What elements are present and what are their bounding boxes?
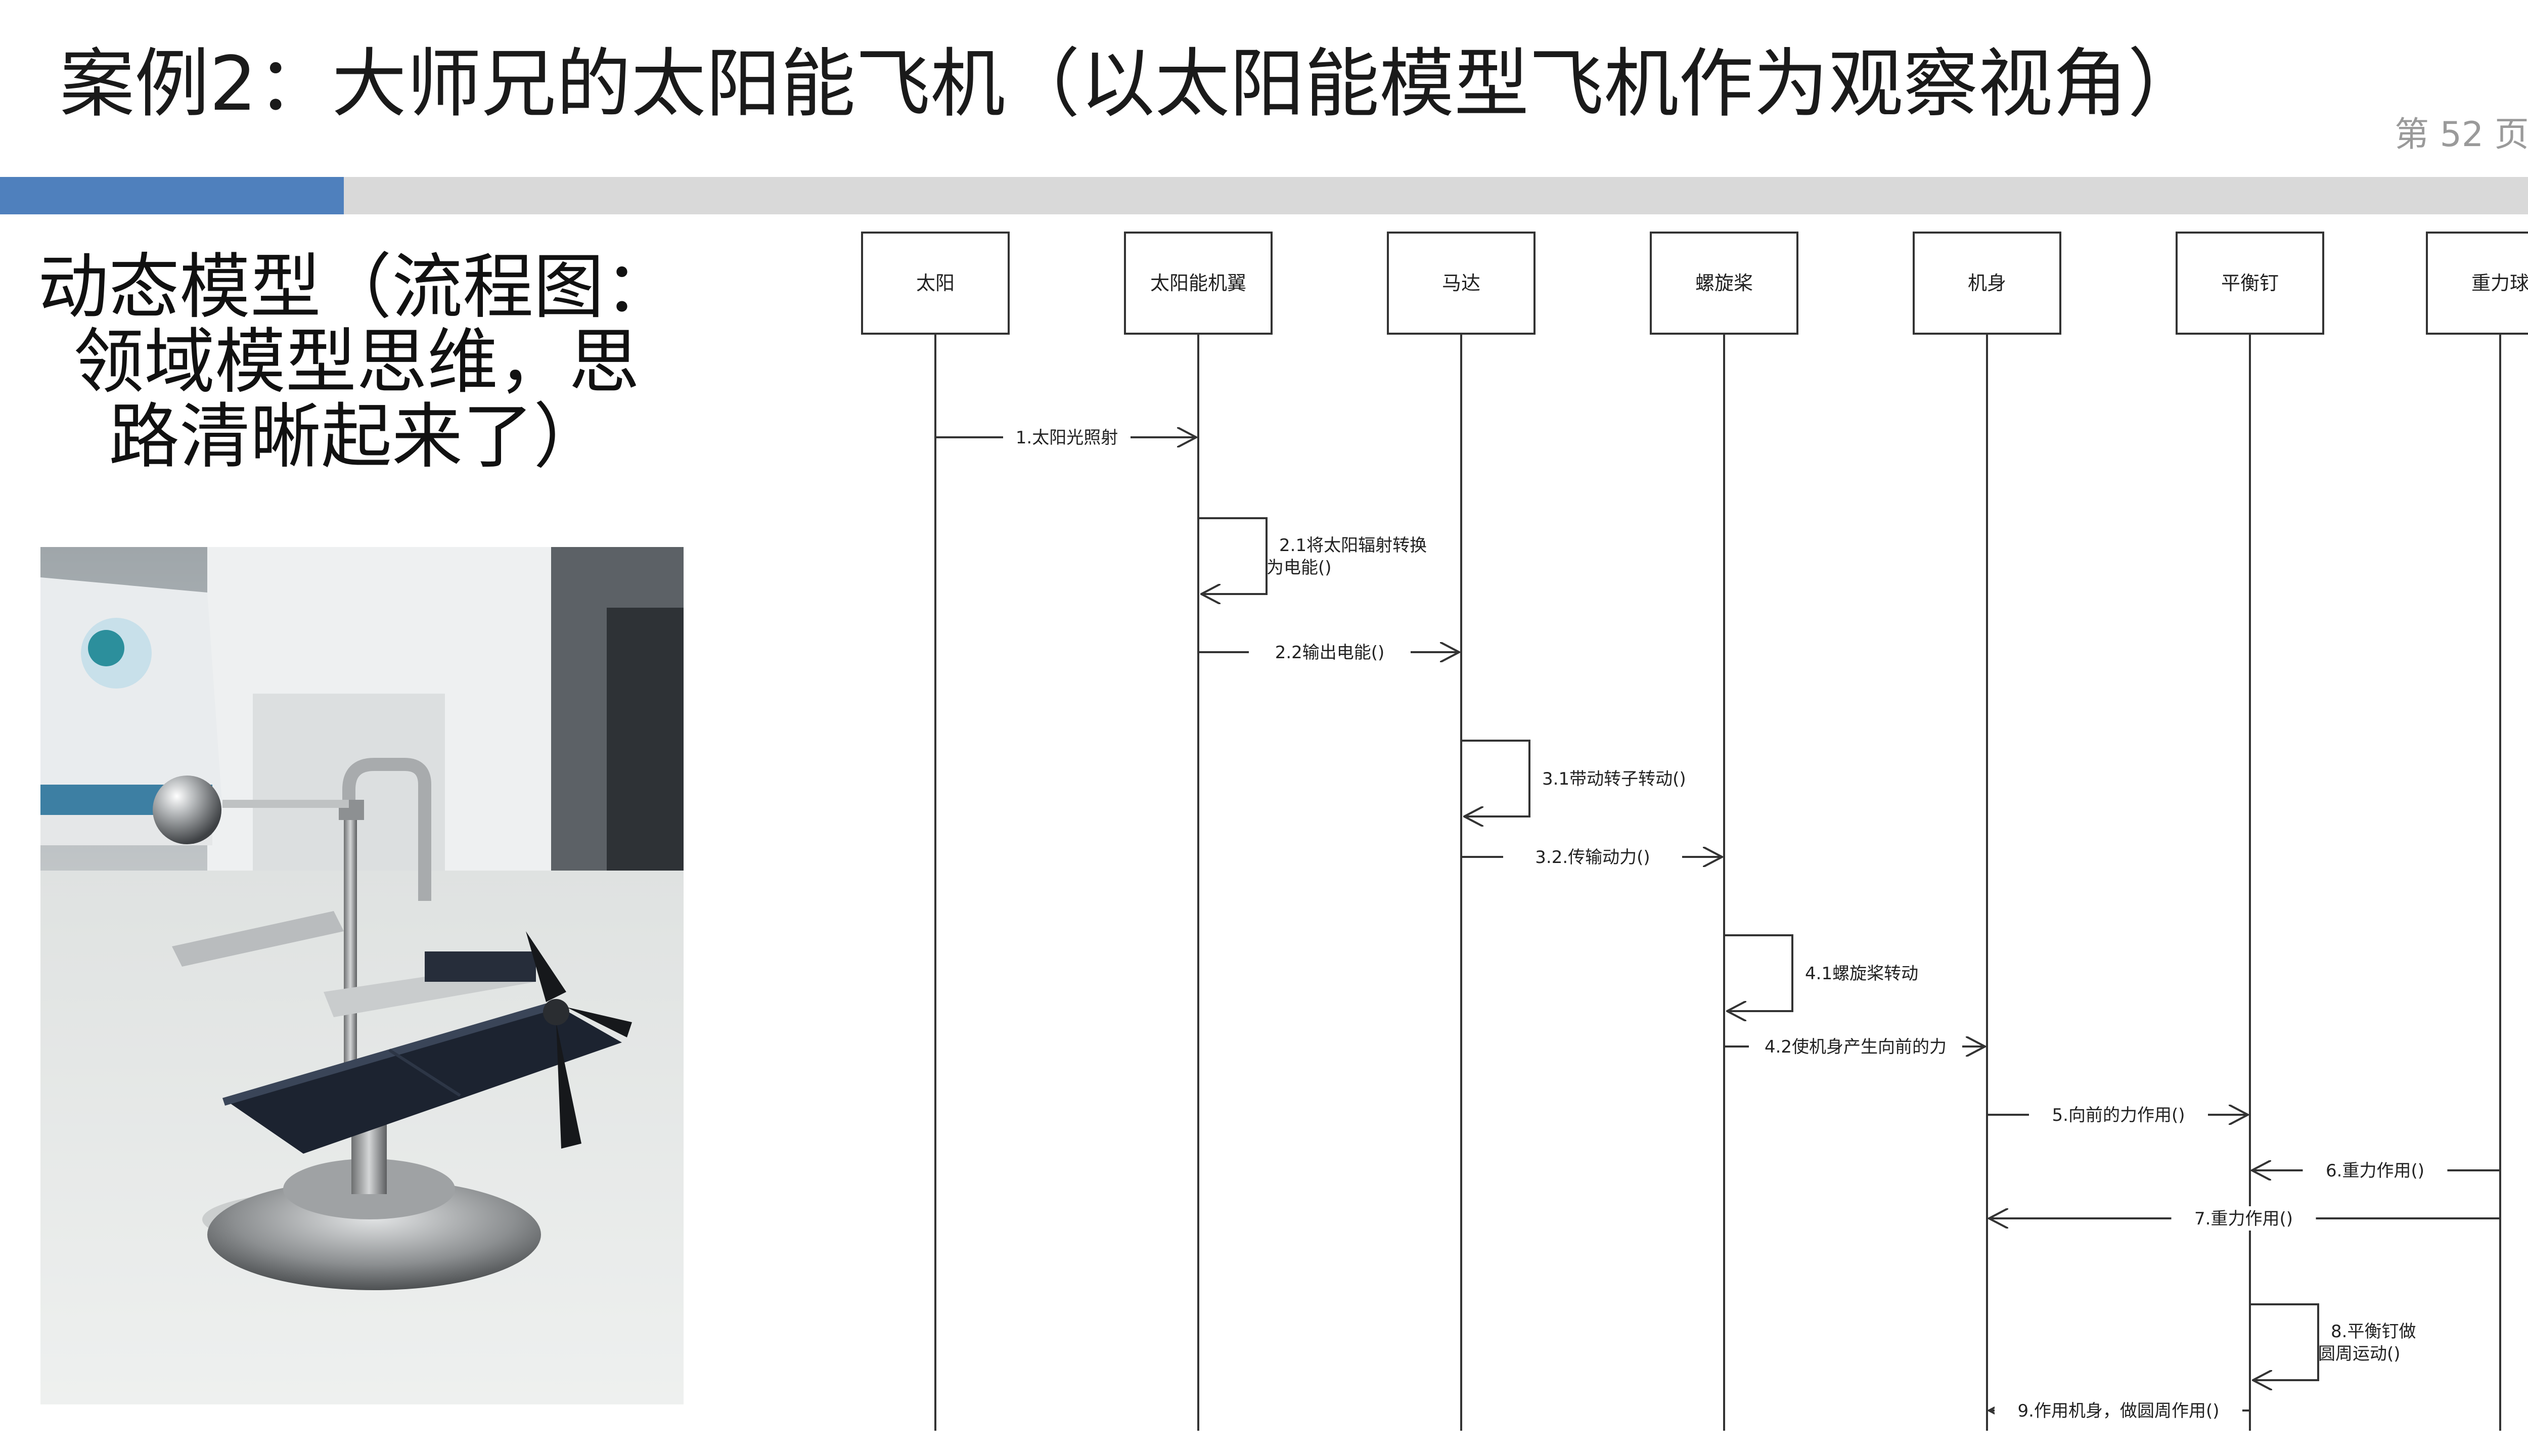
message-label-bg-10 <box>2171 1206 2316 1231</box>
self-message-2 <box>1198 517 1268 594</box>
message-label-11-1: 8.平衡钉做 <box>2331 1322 2416 1342</box>
message-label-bg-9 <box>2303 1158 2448 1182</box>
lifeline-label-ball: 重力球 <box>2471 272 2528 294</box>
sequence-diagram-svg: 太阳 太阳能机翼 马达 螺旋桨 机身 平衡钉 重力球 1.太阳光照射 2.1将太阳辐射转换为电能… <box>861 232 2528 1431</box>
solar-airplane-photo <box>40 547 684 1404</box>
lifeline-label-body: 机身 <box>1968 272 2006 294</box>
message-label-bg-12 <box>1995 1398 2242 1423</box>
message-label-2-2: 为电能() <box>1267 558 1332 578</box>
header-accent-bar <box>0 177 344 214</box>
lifeline-box-sun <box>861 232 1010 335</box>
message-label-bg-8 <box>2029 1103 2208 1127</box>
message-label-12: 9.作用机身，做圆周作用() <box>2018 1401 2220 1421</box>
message-label-bg-7 <box>1749 1034 1962 1059</box>
lifeline-box-motor <box>1387 232 1536 335</box>
self-message-11 <box>2250 1303 2319 1380</box>
lifeline-label-motor: 马达 <box>1442 272 1480 294</box>
message-label-4-1: 3.1带动转子转动() <box>1542 769 1686 789</box>
subtitle-line-1: 动态模型（流程图： <box>37 246 675 329</box>
message-label-3: 2.2输出电能() <box>1275 643 1385 663</box>
message-label-bg-3 <box>1249 640 1411 664</box>
message-label-1: 1.太阳光照射 <box>1016 428 1118 448</box>
lifeline-box-wing <box>1124 232 1273 335</box>
lifeline-label-sun: 太阳 <box>916 272 955 294</box>
lifeline-box-propeller <box>1650 232 1798 335</box>
header-divider-bar <box>0 177 2528 214</box>
slide-title: 案例2：大师兄的太阳能飞机（以太阳能模型飞机作为观察视角） <box>60 40 2203 127</box>
subtitle-line-2: 领域模型思维，思 <box>73 321 640 403</box>
lifeline-label-wing: 太阳能机翼 <box>1150 272 1246 294</box>
lifeline-box-body <box>1913 232 2061 335</box>
lifeline-label-nail: 平衡钉 <box>2221 272 2279 294</box>
message-label-11-2: 圆周运动() <box>2318 1344 2401 1364</box>
message-label-7: 4.2使机身产生向前的力 <box>1765 1037 1947 1057</box>
message-label-8: 5.向前的力作用() <box>2052 1105 2185 1125</box>
subtitle-line-3: 路清晰起来了） <box>108 396 604 478</box>
self-message-4 <box>1461 740 1530 816</box>
lifeline-box-nail <box>2176 232 2324 335</box>
message-label-6-1: 4.1螺旋桨转动 <box>1805 964 1918 984</box>
message-label-10: 7.重力作用() <box>2194 1209 2293 1229</box>
sequence-diagram: 太阳 太阳能机翼 马达 螺旋桨 机身 平衡钉 重力球 1.太阳光照射 2.1将太阳辐射转换为电能… <box>834 217 2528 1451</box>
message-label-bg-1 <box>1003 425 1131 449</box>
message-label-5: 3.2.传输动力() <box>1535 847 1650 868</box>
section-subtitle: 动态模型（流程图： 领域模型思维，思 路清晰起来了） <box>20 250 693 475</box>
message-label-9: 6.重力作用() <box>2326 1161 2424 1181</box>
message-label-bg-5 <box>1503 845 1682 869</box>
page-number: 第 52 页 <box>2395 115 2528 155</box>
lifeline-label-propeller: 螺旋桨 <box>1695 272 1753 294</box>
self-message-6 <box>1724 934 1793 1011</box>
lifeline-box-ball <box>2426 232 2528 335</box>
message-label-2-1: 2.1将太阳辐射转换 <box>1279 535 1427 556</box>
